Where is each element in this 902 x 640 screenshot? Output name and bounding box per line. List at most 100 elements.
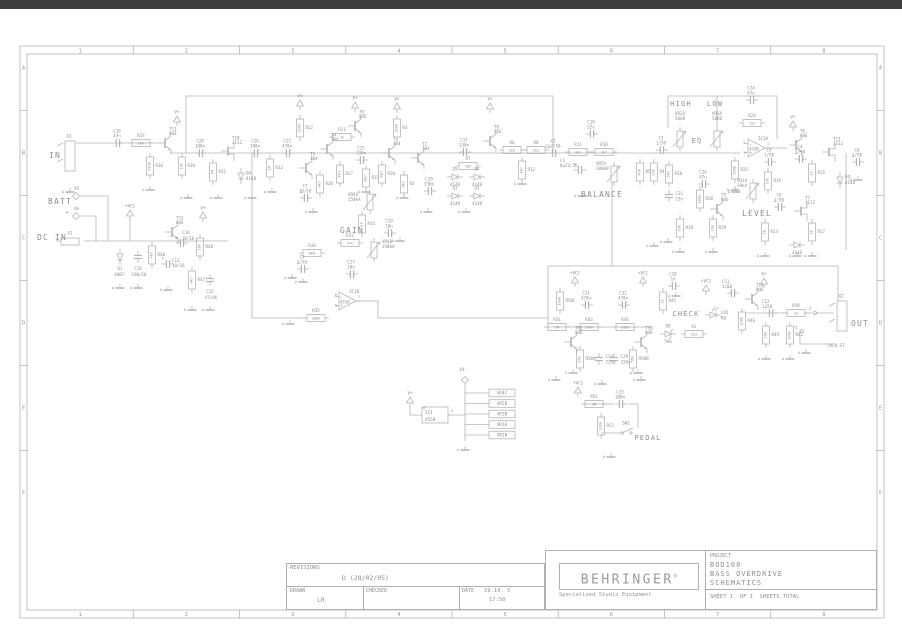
svg-text:D2: D2 <box>452 186 458 191</box>
svg-text:1k5: 1k5 <box>509 149 516 153</box>
svg-text:C21: C21 <box>676 191 684 196</box>
date-label: DATE <box>462 588 475 594</box>
svg-text:A: A <box>358 190 361 194</box>
svg-text:X2: X2 <box>838 294 844 299</box>
svg-text:VR1B: VR1B <box>497 422 508 428</box>
svg-text:LEVEL: LEVEL <box>742 209 772 218</box>
svg-text:1k: 1k <box>359 221 363 226</box>
cmp-vcc-vcc: V+ <box>350 96 360 112</box>
svg-text:R12: R12 <box>528 167 536 172</box>
svg-text:C: C <box>879 236 882 242</box>
svg-text:VR4B: VR4B <box>382 239 393 244</box>
svg-text:R45: R45 <box>669 298 677 303</box>
window-top-bar <box>0 0 902 9</box>
svg-text:47n: 47n <box>699 174 707 179</box>
svg-text:5: 5 <box>335 303 337 308</box>
svg-text:R18: R18 <box>675 171 683 176</box>
svg-text:104: 104 <box>422 146 430 151</box>
svg-text:A: A <box>514 182 517 186</box>
svg-text:846: 846 <box>575 330 583 335</box>
svg-text:8: 8 <box>822 49 825 55</box>
svg-text:R46: R46 <box>748 318 756 323</box>
svg-text:R31: R31 <box>219 169 227 174</box>
revisions-block: REVISIONS D (28/02/05) DRAWN LR CHECKED … <box>286 563 545 610</box>
svg-text:R43: R43 <box>585 317 593 322</box>
svg-text:R26: R26 <box>326 181 334 186</box>
svg-text:56k: 56k <box>630 355 634 362</box>
svg-text:220n: 220n <box>621 359 632 364</box>
svg-text:DC IN: DC IN <box>37 233 67 242</box>
svg-text:10n: 10n <box>385 223 393 228</box>
svg-text:R50B: R50B <box>639 356 650 361</box>
svg-text:7: 7 <box>716 612 719 618</box>
svg-text:100k: 100k <box>787 330 791 339</box>
svg-text:A: A <box>396 196 399 200</box>
svg-text:V+: V+ <box>394 97 400 102</box>
svg-text:1k: 1k <box>762 229 766 234</box>
svg-text:T8: T8 <box>494 125 500 130</box>
svg-text:R11: R11 <box>574 142 582 147</box>
svg-text:R32: R32 <box>276 165 284 170</box>
svg-text:D6: D6 <box>246 171 252 176</box>
svg-text:C14: C14 <box>134 266 142 271</box>
revisions-title: REVISIONS <box>290 565 320 571</box>
svg-text:X5: X5 <box>74 186 80 191</box>
svg-text:V+: V+ <box>487 97 493 102</box>
svg-text:C3: C3 <box>658 135 664 140</box>
svg-text:A: A <box>305 210 308 214</box>
svg-text:R24: R24 <box>748 113 756 118</box>
svg-text:+: + <box>65 210 68 216</box>
svg-text:+: + <box>176 236 179 241</box>
cmp-C5-cpol: +C51/50 <box>297 254 309 273</box>
svg-text:4148: 4148 <box>792 250 803 255</box>
svg-text:C34: C34 <box>606 354 614 359</box>
cmp-C8-cpol: +C81/50 <box>852 147 864 166</box>
svg-text:100n: 100n <box>615 394 626 399</box>
svg-text:856: 856 <box>494 129 502 134</box>
svg-text:A: A <box>420 210 423 214</box>
svg-text:EQ: EQ <box>692 137 703 145</box>
svg-text:104: 104 <box>310 156 318 161</box>
svg-text:A: A <box>758 357 761 361</box>
svg-text:A: A <box>130 286 133 290</box>
svg-text:V+: V+ <box>352 96 358 101</box>
svg-text:X1: X1 <box>67 231 73 236</box>
svg-text:V+: V+ <box>790 115 796 120</box>
svg-text:846: 846 <box>176 220 184 225</box>
svg-text:1M: 1M <box>592 403 597 407</box>
svg-text:T7: T7 <box>805 196 811 201</box>
svg-text:A: A <box>184 308 187 312</box>
svg-text:+: + <box>162 257 165 262</box>
svg-text:846: 846 <box>756 287 764 292</box>
svg-text:1k: 1k <box>660 298 664 303</box>
svg-text:6: 6 <box>610 49 613 55</box>
svg-text:+: + <box>749 151 752 156</box>
svg-text:C27: C27 <box>347 259 355 264</box>
cmp-X5-diam: X5 <box>71 186 81 201</box>
cmp-VR4C-cbox: VR4C <box>488 388 516 398</box>
svg-text:R7: R7 <box>465 156 471 161</box>
project-label: PROJECT <box>710 553 732 559</box>
svg-text:A: A <box>160 288 163 292</box>
svg-text:B: B <box>879 151 882 157</box>
